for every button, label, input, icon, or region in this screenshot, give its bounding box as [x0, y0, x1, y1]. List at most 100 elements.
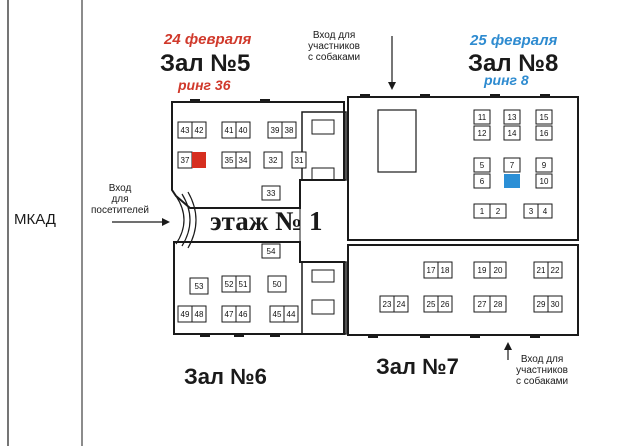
booth-label-20: 20: [494, 266, 503, 275]
booth-label-51: 51: [239, 280, 248, 289]
booth-34: [235, 151, 251, 169]
booth-48: [191, 305, 207, 323]
booth-9: [535, 157, 553, 173]
hall5-date: 24 февраля: [164, 31, 252, 48]
booth-label-46: 46: [239, 310, 248, 319]
booth-51: [235, 275, 251, 293]
booth-11: [473, 109, 491, 125]
highlight-layer: [192, 152, 520, 188]
booth-14: [503, 125, 521, 141]
booth-label-22: 22: [551, 266, 560, 275]
booth-28: [489, 295, 507, 313]
stairs-top: [311, 167, 335, 181]
booth-label-48: 48: [195, 310, 204, 319]
booth-label-40: 40: [239, 126, 248, 135]
booth-label-52: 52: [225, 280, 234, 289]
booth-15: [535, 109, 553, 125]
booth-label-47: 47: [225, 310, 234, 319]
booth-label-15: 15: [540, 113, 549, 122]
booth-label-6: 6: [480, 177, 485, 186]
booth-26: [437, 295, 453, 313]
booth-16: [535, 125, 553, 141]
booth-label-50: 50: [273, 280, 282, 289]
booth-12: [473, 125, 491, 141]
stairs-bottom-2: [311, 299, 335, 315]
booth-46: [235, 305, 251, 323]
booth-44: [283, 305, 299, 323]
hall6-title: Зал №6: [184, 364, 267, 389]
booth-label-41: 41: [225, 126, 234, 135]
booth-13: [503, 109, 521, 125]
hall7-title: Зал №7: [376, 354, 459, 379]
booth-label-28: 28: [494, 300, 503, 309]
booth-label-39: 39: [271, 126, 280, 135]
booth-label-53: 53: [195, 282, 204, 291]
entrance-visitors: Вход для посетителей: [90, 183, 150, 216]
booth-label-49: 49: [181, 310, 190, 319]
booth-32: [263, 151, 283, 169]
booth-label-42: 42: [195, 126, 204, 135]
entrance-dogs-bottom: Вход для участников с собаками: [516, 354, 569, 387]
booth-label-7: 7: [510, 161, 515, 170]
booth-7: [503, 157, 521, 173]
booth-24: [393, 295, 409, 313]
hall8-title: Зал №8: [468, 50, 559, 77]
booth-label-37: 37: [181, 156, 190, 165]
booth-label-11: 11: [478, 113, 487, 122]
booth-label-33: 33: [267, 189, 276, 198]
booth-10: [535, 173, 553, 189]
booth-54: [261, 243, 281, 259]
ring-marker-36: [192, 152, 206, 168]
booth-label-44: 44: [287, 310, 296, 319]
booth-label-13: 13: [508, 113, 517, 122]
booth-33: [261, 185, 281, 201]
hall8-ring-area: [377, 109, 417, 173]
door-marks: [190, 94, 550, 338]
booth-label-2: 2: [496, 207, 501, 216]
booth-label-24: 24: [397, 300, 406, 309]
corridor-block-top: [301, 111, 347, 181]
booth-4: [537, 203, 553, 219]
booth-label-43: 43: [181, 126, 190, 135]
hall8-date: 25 февраля: [470, 32, 558, 49]
booth-6: [473, 173, 491, 189]
booth-label-3: 3: [529, 207, 534, 216]
booth-label-27: 27: [478, 300, 487, 309]
booth-label-35: 35: [225, 156, 234, 165]
booth-31: [291, 151, 307, 169]
booth-label-9: 9: [542, 161, 547, 170]
booth-label-19: 19: [478, 266, 487, 275]
booth-18: [437, 261, 453, 279]
booth-label-45: 45: [273, 310, 282, 319]
stairs-bottom: [311, 269, 335, 283]
booth-label-10: 10: [540, 177, 549, 186]
booth-label-18: 18: [441, 266, 450, 275]
road-label: МКАД: [14, 211, 56, 228]
booth-5: [473, 157, 491, 173]
visitor-entrance-arc: [175, 195, 185, 245]
booth-label-21: 21: [537, 266, 546, 275]
floor-label: этаж № 1: [210, 206, 323, 236]
booth-2: [489, 203, 507, 219]
booth-label-14: 14: [508, 129, 517, 138]
booth-30: [547, 295, 563, 313]
hall7-outline: [347, 244, 579, 336]
stairs-top-2: [311, 119, 335, 135]
booth-label-12: 12: [478, 129, 487, 138]
booth-label-29: 29: [537, 300, 546, 309]
booth-label-54: 54: [267, 247, 276, 256]
booth-label-4: 4: [543, 207, 548, 216]
booth-label-25: 25: [427, 300, 436, 309]
booth-42: [191, 121, 207, 139]
entrance-dogs-top: Вход для участников с собаками: [308, 30, 361, 63]
booth-label-5: 5: [480, 161, 485, 170]
booth-label-17: 17: [427, 266, 436, 275]
booth-label-32: 32: [269, 156, 278, 165]
booth-50: [267, 275, 287, 293]
booth-label-1: 1: [480, 207, 485, 216]
ring-marker-8: [504, 174, 520, 188]
booth-label-30: 30: [551, 300, 560, 309]
